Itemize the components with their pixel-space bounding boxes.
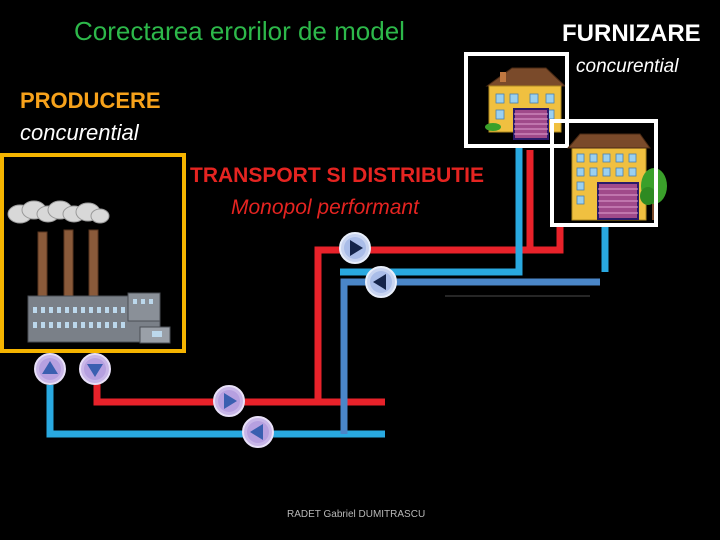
supply-frame-2 xyxy=(550,119,658,227)
power-plant-illustration xyxy=(0,153,186,353)
pump-up-left xyxy=(34,353,66,385)
pump-left-upper xyxy=(365,266,397,298)
supply-heading: FURNIZARE xyxy=(562,20,701,47)
transport-heading: TRANSPORT SI DISTRIBUTIE xyxy=(190,164,485,187)
supply-pipe-red-lower xyxy=(93,382,385,406)
plant-windows xyxy=(33,299,162,337)
slide-title: Corectarea erorilor de model xyxy=(74,16,405,46)
smoke-clouds xyxy=(7,200,110,224)
supply-pipe-red-riser xyxy=(314,225,564,402)
pump-right-lower xyxy=(213,385,245,417)
return-pipe-dark-blue xyxy=(340,278,600,434)
plant-annex xyxy=(127,292,161,322)
supply-subheading: concurential xyxy=(576,56,679,77)
pump-left-lower xyxy=(242,416,274,448)
supply-frame-1 xyxy=(464,52,569,148)
production-subheading: concurential xyxy=(20,120,139,145)
pump-right-upper xyxy=(339,232,371,264)
house-illustration-1 xyxy=(464,52,569,148)
production-heading: PRODUCERE xyxy=(20,88,161,113)
return-pipe-consumer-1 xyxy=(340,145,523,276)
house-illustration-2 xyxy=(550,119,667,227)
slide-footer: RADET Gabriel DUMITRASCU xyxy=(287,509,426,520)
production-frame xyxy=(0,153,186,353)
transport-subheading: Monopol performant xyxy=(231,196,419,219)
pump-down-left xyxy=(79,353,111,385)
